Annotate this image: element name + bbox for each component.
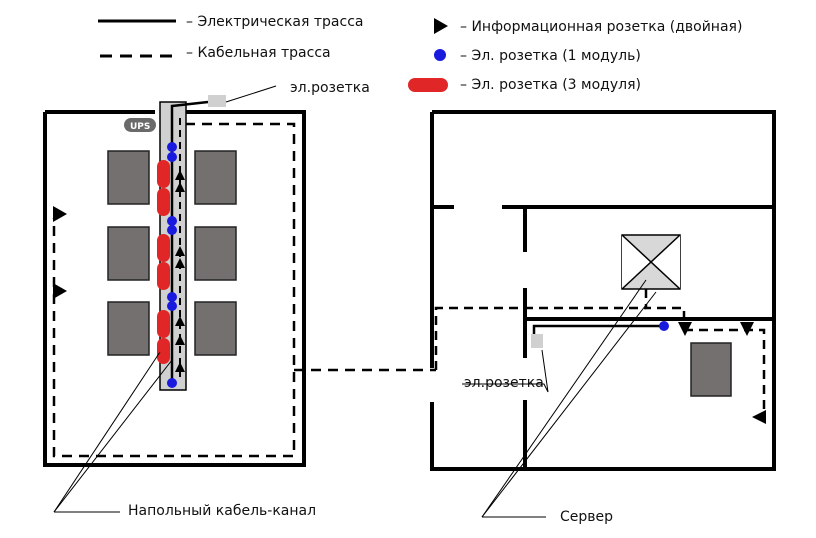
red-capsule-icon xyxy=(157,262,170,290)
red-capsule-icon xyxy=(157,310,170,338)
socket-label-right: эл.розетка xyxy=(464,375,544,391)
right-room-cable-route xyxy=(434,306,646,370)
ups-badge xyxy=(124,118,156,132)
blue-dot-icon xyxy=(167,378,177,388)
right-room: эл.розетка xyxy=(430,110,776,471)
wall-socket-right xyxy=(531,334,543,348)
red-capsule-icon xyxy=(408,78,448,92)
triangle-icon xyxy=(53,283,67,299)
ups-label: UPS xyxy=(130,122,150,132)
leaders xyxy=(53,85,657,518)
channel-electric-line xyxy=(170,100,209,382)
legend-socket-1-label: – Эл. розетка (1 модуль) xyxy=(460,48,641,64)
triangle-icon xyxy=(53,206,67,222)
socket-label-top: эл.розетка xyxy=(290,80,370,96)
floor-channel-label: Напольный кабель-канал xyxy=(128,503,316,519)
triangle-icon xyxy=(752,410,766,424)
desk xyxy=(194,150,237,205)
right-electric-line xyxy=(532,324,664,348)
info-socket-icon xyxy=(434,18,448,34)
red-capsule-icon xyxy=(157,160,170,188)
legend-electric-route-label: – Электрическая трасса xyxy=(186,14,363,30)
server-cable-route xyxy=(644,289,686,330)
leader-socket-top xyxy=(225,85,277,103)
server-label: Сервер xyxy=(560,509,613,525)
leader-channel xyxy=(53,351,161,513)
triangle-icon xyxy=(175,316,185,326)
wall-socket-top xyxy=(208,95,226,107)
legend-info-socket-label: – Информационная розетка (двойная) xyxy=(460,19,742,35)
triangle-icon xyxy=(678,322,692,336)
blue-dot-icon xyxy=(659,321,669,331)
server-box-facet xyxy=(651,235,680,289)
red-capsule-icon xyxy=(157,338,170,364)
triangle-icon xyxy=(175,170,185,180)
red-capsule-icon xyxy=(157,234,170,262)
triangle-icon xyxy=(175,258,185,268)
triangle-icon xyxy=(175,335,185,345)
blue-dot-icon xyxy=(434,49,446,61)
left-room-cable-route xyxy=(52,122,296,458)
right-room-wall xyxy=(430,110,776,471)
blue-dot-icon xyxy=(167,301,177,311)
leader-server xyxy=(481,291,657,518)
triangle-icon xyxy=(740,322,754,336)
desk xyxy=(107,226,150,281)
leader-socket-right xyxy=(462,349,549,393)
blue-dot-icon xyxy=(167,225,177,235)
desk xyxy=(107,150,150,205)
red-capsule-icon xyxy=(157,188,170,216)
left-room-wall xyxy=(43,110,306,467)
desk xyxy=(690,342,732,397)
blue-dot-icon xyxy=(167,292,177,302)
left-room: UPS эл.розетка xyxy=(43,80,370,467)
server-room-cable-route xyxy=(684,328,766,420)
legend-socket-3-label: – Эл. розетка (3 модуля) xyxy=(460,77,641,93)
leader-server xyxy=(481,279,647,518)
blue-dot-icon xyxy=(167,152,177,162)
desk xyxy=(107,301,150,356)
legend: – Электрическая трасса – Кабельная трасс… xyxy=(98,14,742,93)
leader-channel xyxy=(53,359,173,513)
blue-dot-icon xyxy=(167,142,177,152)
desk xyxy=(194,301,237,356)
triangle-icon xyxy=(175,246,185,256)
server-box-facet xyxy=(622,235,651,289)
desk xyxy=(194,226,237,281)
legend-cable-route-label: – Кабельная трасса xyxy=(186,45,331,61)
blue-dot-icon xyxy=(167,216,177,226)
triangle-icon xyxy=(175,362,185,372)
triangle-icon xyxy=(175,182,185,192)
